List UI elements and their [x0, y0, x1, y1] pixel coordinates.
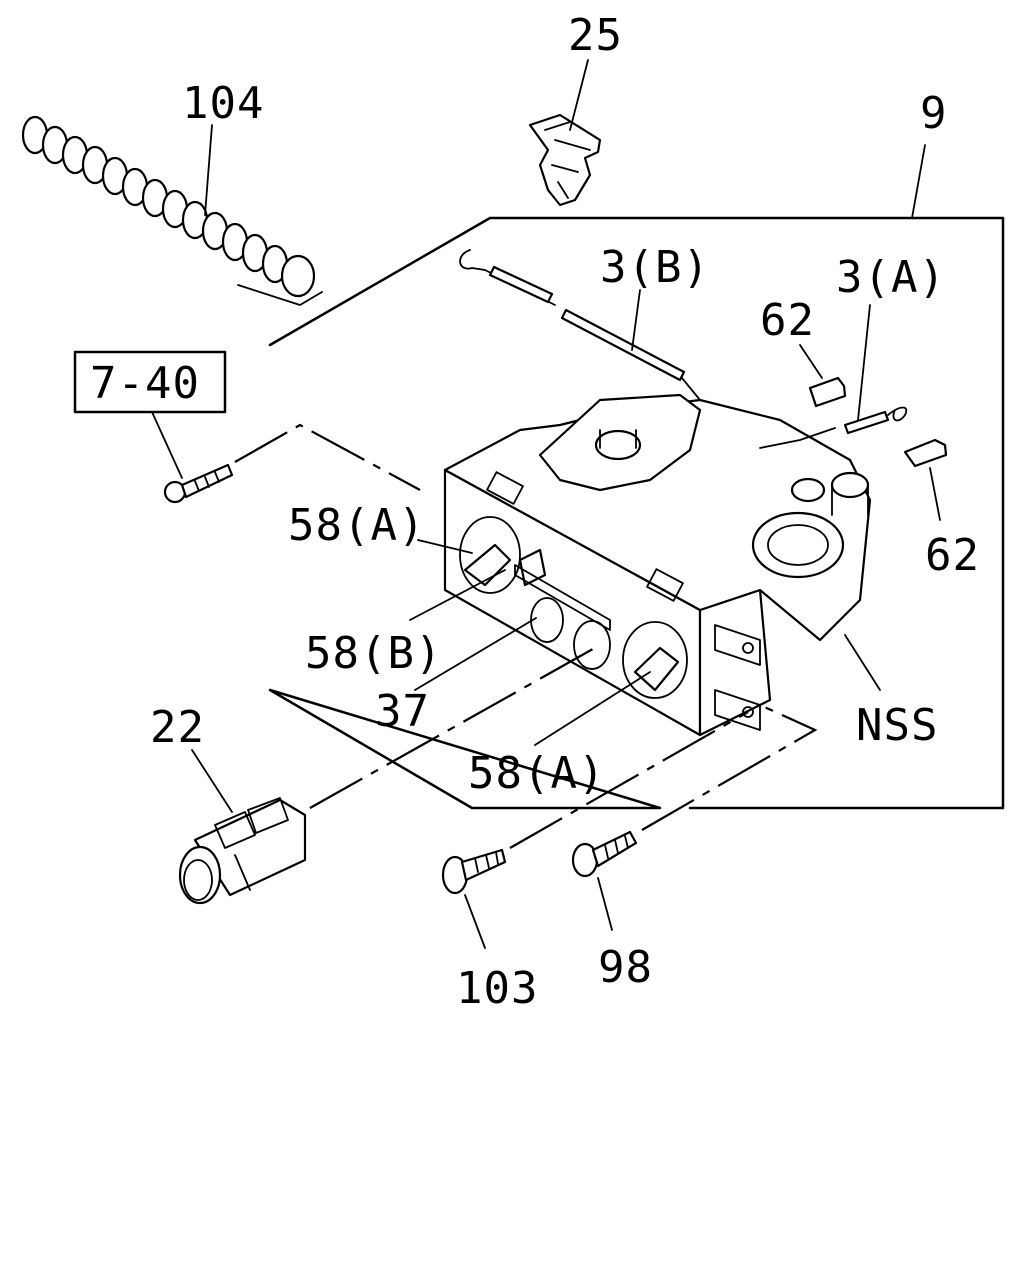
pin-part-62-right — [903, 438, 948, 468]
label-104: 104 — [182, 78, 264, 129]
install-line-22 — [309, 644, 601, 809]
bolt-part-98 — [571, 830, 638, 878]
corrugated-tube-part-104 — [21, 115, 323, 306]
label-nss: NSS — [856, 700, 938, 751]
label-62-right: 62 — [925, 530, 980, 581]
label-37: 37 — [375, 686, 430, 737]
pin-part-62-top — [808, 376, 847, 408]
leader-lines — [151, 59, 941, 949]
label-22: 22 — [150, 702, 205, 753]
clip-part-25 — [528, 113, 602, 207]
label-58a-lower: 58(A) — [468, 748, 605, 799]
label-58b: 58(B) — [305, 628, 442, 679]
label-9: 9 — [920, 88, 948, 139]
label-3a: 3(A) — [836, 252, 946, 303]
reference-box-7-40 — [73, 350, 227, 414]
label-7-40: 7-40 — [90, 358, 200, 409]
label-103: 103 — [456, 963, 538, 1014]
install-line-740 — [234, 423, 421, 491]
label-3b: 3(B) — [600, 242, 710, 293]
heater-control-body — [443, 393, 872, 737]
assembly-boundary — [268, 216, 1005, 810]
label-62-top: 62 — [760, 295, 815, 346]
screw-part-103 — [441, 848, 507, 895]
install-line-98 — [641, 703, 818, 831]
cable-part-3b — [459, 249, 701, 401]
label-98: 98 — [598, 942, 653, 993]
label-58a-upper: 58(A) — [288, 500, 425, 551]
screw-part-7-40 — [163, 463, 234, 504]
switch-part-22 — [178, 797, 307, 905]
label-25: 25 — [568, 10, 623, 61]
install-line-103 — [509, 711, 749, 849]
spring-part-3a — [759, 406, 908, 449]
